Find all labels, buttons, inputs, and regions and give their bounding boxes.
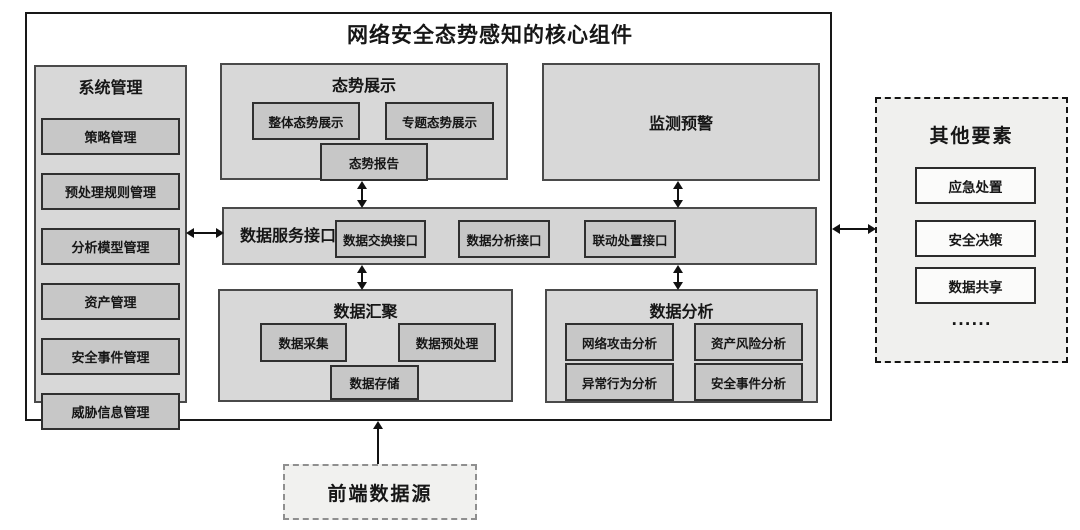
security-event-management-box: 安全事件管理 <box>41 338 180 375</box>
policy-management-box: 策略管理 <box>41 118 180 155</box>
threat-info-management-box: 威胁信息管理 <box>41 393 180 430</box>
other-elements-ellipsis: ...... <box>951 311 992 329</box>
arrow-frame-other-elements <box>832 224 876 234</box>
monitoring-warning-panel: 监测预警 <box>542 63 820 181</box>
situation-display-panel: 态势展示 整体态势展示 专题态势展示 态势报告 <box>220 63 508 181</box>
diagram-title: 网络安全态势感知的核心组件 <box>347 23 633 47</box>
abnormal-behavior-analysis-box: 异常行为分析 <box>565 363 674 401</box>
asset-risk-analysis-box: 资产风险分析 <box>694 323 803 361</box>
system-management-panel: 系统管理 策略管理 预处理规则管理 分析模型管理 资产管理 安全事件管理 威胁信… <box>34 65 187 430</box>
frontend-data-source-title: 前端数据源 <box>327 482 433 505</box>
arrow-monitoring-interface <box>673 181 683 208</box>
overall-situation-box: 整体态势展示 <box>252 102 360 140</box>
arrow-interface-aggregation <box>357 265 367 290</box>
data-service-interface-band: 数据服务接口 数据交换接口 数据分析接口 联动处置接口 <box>222 207 817 265</box>
security-decision-box: 安全决策 <box>915 220 1036 257</box>
data-service-interface-title: 数据服务接口 <box>240 226 337 245</box>
data-analysis-panel: 数据分析 网络攻击分析 资产风险分析 异常行为分析 安全事件分析 <box>545 289 818 403</box>
arrow-system-management-interface <box>186 228 224 238</box>
analysis-model-management-box: 分析模型管理 <box>41 228 180 265</box>
situation-display-title: 态势展示 <box>331 76 396 95</box>
network-attack-analysis-box: 网络攻击分析 <box>565 323 674 361</box>
data-collection-box: 数据采集 <box>260 323 347 362</box>
asset-management-box: 资产管理 <box>41 283 180 320</box>
data-aggregation-title: 数据汇聚 <box>333 302 398 321</box>
data-sharing-box: 数据共享 <box>915 267 1036 304</box>
situation-report-box: 态势报告 <box>320 143 428 181</box>
other-elements-panel: 其他要素 应急处置 安全决策 数据共享 ...... <box>875 97 1068 363</box>
monitoring-warning-title: 监测预警 <box>648 114 713 133</box>
data-storage-box: 数据存储 <box>330 365 419 400</box>
linkage-disposal-interface-box: 联动处置接口 <box>584 220 676 258</box>
arrow-situation-interface <box>357 181 367 208</box>
data-analysis-title: 数据分析 <box>649 302 714 321</box>
data-exchange-interface-box: 数据交换接口 <box>335 220 426 258</box>
data-preprocessing-box: 数据预处理 <box>398 323 496 362</box>
system-management-title: 系统管理 <box>78 78 143 97</box>
arrow-interface-analysis <box>673 265 683 290</box>
other-elements-title: 其他要素 <box>929 125 1014 147</box>
security-event-analysis-box: 安全事件分析 <box>694 363 803 401</box>
frontend-data-source-box: 前端数据源 <box>283 464 477 520</box>
emergency-response-box: 应急处置 <box>915 167 1036 204</box>
thematic-situation-box: 专题态势展示 <box>385 102 494 140</box>
arrow-frontend-source-frame <box>373 421 383 464</box>
preprocess-rule-management-box: 预处理规则管理 <box>41 173 180 210</box>
data-aggregation-panel: 数据汇聚 数据采集 数据预处理 数据存储 <box>218 289 513 402</box>
data-analysis-interface-box: 数据分析接口 <box>458 220 550 258</box>
